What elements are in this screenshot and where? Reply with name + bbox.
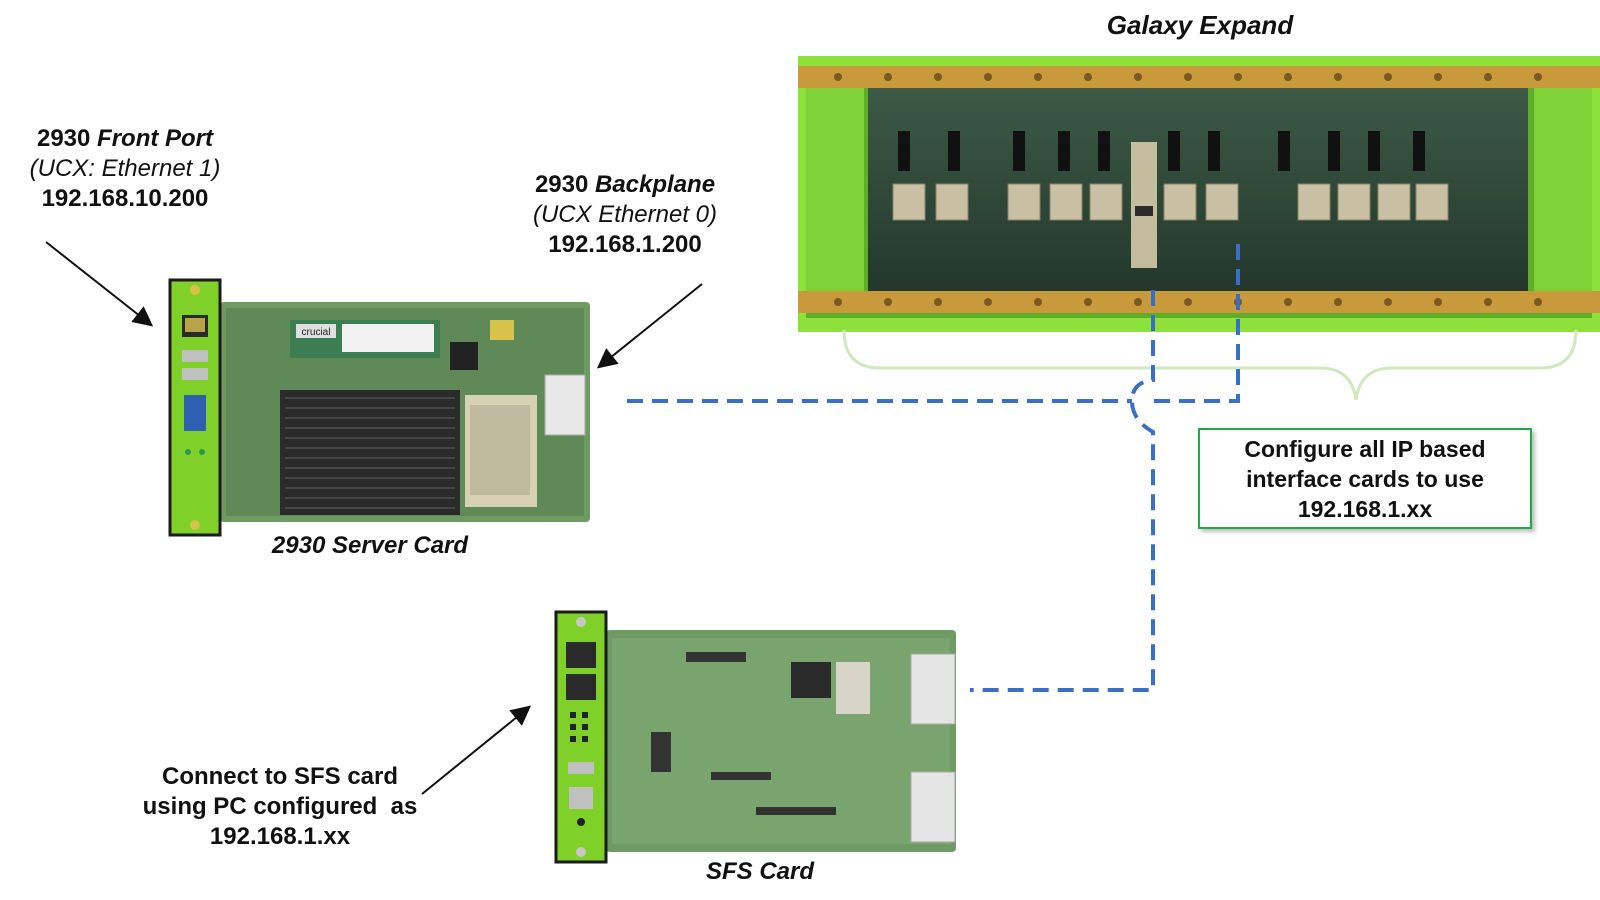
backplane-arrow: [596, 283, 703, 369]
backplane-ip: 192.168.1.200: [548, 231, 702, 258]
chassis-bracket: [842, 329, 1578, 401]
front-port-detail: (UCX: Ethernet 1): [29, 155, 221, 182]
ram-brand-label: crucial: [302, 327, 331, 338]
sfs-ethernet-port-1-icon: [566, 642, 596, 668]
galaxy-expand-chassis: [798, 56, 1600, 332]
front-port-arrow: [45, 241, 154, 327]
backplane-model: 2930: [534, 171, 589, 198]
front-port-title: 2930 Front Port: [20, 124, 230, 154]
sfs-ethernet-port-2-icon: [566, 674, 596, 700]
sfs-card-caption: SFS Card: [705, 858, 815, 885]
sfs-connect-note: Connect to SFS card using PC configured …: [120, 762, 440, 852]
backplane-name: Backplane: [595, 171, 716, 198]
callout-line-2: interface cards to use: [1246, 466, 1484, 492]
chassis-title: Galaxy Expand: [1106, 10, 1294, 40]
sfs-card-image: [554, 610, 956, 864]
server-card-caption: 2930 Server Card: [271, 532, 469, 559]
backplane-title: 2930 Backplane: [510, 170, 740, 200]
front-port-model: 2930: [36, 125, 91, 152]
front-port-label: 2930 Front Port (UCX: Ethernet 1) 192.16…: [20, 124, 230, 214]
front-port-ip: 192.168.10.200: [41, 185, 209, 212]
backplane-label: 2930 Backplane (UCX Ethernet 0) 192.168.…: [510, 170, 740, 260]
backplane-detail: (UCX Ethernet 0): [532, 201, 718, 228]
front-port-name: Front Port: [97, 125, 214, 152]
ip-config-callout: Configure all IP based interface cards t…: [1198, 428, 1532, 529]
callout-line-3: 192.168.1.xx: [1297, 496, 1433, 522]
sfs-note-line-2: using PC configured as: [142, 793, 418, 820]
server-card-image: crucial: [168, 278, 590, 537]
callout-line-1: Configure all IP based: [1244, 436, 1486, 462]
sfs-note-line-1: Connect to SFS card: [161, 763, 399, 790]
sfs-note-line-3: 192.168.1.xx: [209, 823, 351, 850]
sfs-arrow: [421, 705, 532, 795]
